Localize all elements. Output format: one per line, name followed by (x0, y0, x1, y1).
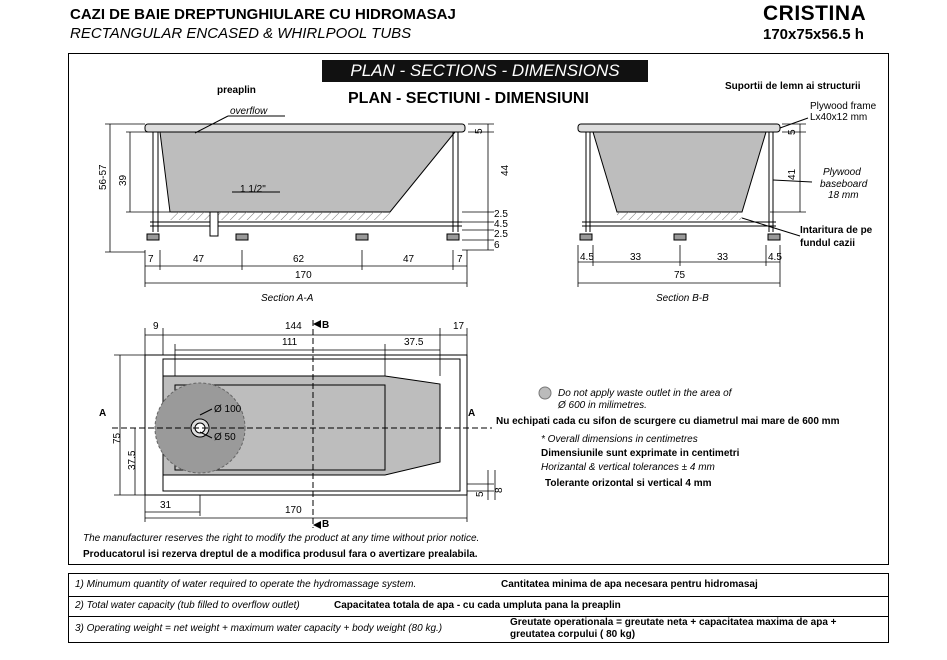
label-preaplin: preaplin (217, 85, 256, 96)
label-plywood-size: Lx40x12 mm (810, 112, 868, 123)
marker-b-bottom: B (322, 519, 330, 530)
label-reinforce-2: fundul cazii (800, 238, 855, 249)
note-reserve-en: The manufacturer reserves the right to m… (83, 533, 480, 544)
model-name: CRISTINA (763, 2, 867, 25)
dim-plan-31: 31 (160, 500, 172, 511)
dim-bb-height: 41 (787, 168, 798, 180)
waste-legend-icon (538, 386, 552, 400)
dim-bb-b1: 4.5 (580, 252, 594, 263)
section-aa (144, 115, 466, 241)
dim-r1: 2.5 (494, 209, 508, 220)
label-supports: Suportii de lemn ai structurii (725, 81, 861, 92)
dim-bb-b3: 33 (717, 252, 729, 263)
dim-plan-17: 17 (453, 321, 465, 332)
dim-b2: 47 (193, 254, 205, 265)
dim-plan-75: 75 (112, 432, 123, 444)
dim-side-height: 44 (500, 164, 511, 176)
dim-b1: 7 (148, 254, 154, 265)
dim-plan-9: 9 (153, 321, 159, 332)
label-baseboard-3: 18 mm (828, 190, 859, 201)
banner-ro: PLAN - SECTIUNI - DIMENSIUNI (348, 90, 589, 107)
note-tol-en: Horizantal & vertical tolerances ± 4 mm (541, 462, 715, 473)
dim-height-total: 56-57 (98, 164, 109, 190)
footnote-3-en: 3) Operating weight = net weight + maxim… (75, 623, 443, 634)
tub-rim (144, 123, 466, 133)
footnote-2-en: 2) Total water capacity (tub filled to o… (75, 600, 300, 611)
note-dims-en: * Overall dimensions in centimetres (541, 434, 698, 445)
dim-b5: 7 (457, 254, 463, 265)
tub-body (159, 131, 457, 213)
label-plywood-frame: Plywood frame (810, 101, 877, 112)
note-dims-ro: Dimensiunile sunt exprimate in centimetr… (541, 448, 740, 459)
caption-section-aa: Section A-A (261, 293, 314, 304)
label-baseboard-1: Plywood (823, 167, 861, 178)
dim-plan-37-5: 37.5 (127, 450, 138, 470)
dim-r4: 6 (494, 240, 500, 251)
marker-a-right: A (468, 408, 476, 419)
plan-view (112, 320, 492, 528)
dim-r2: 4.5 (494, 219, 508, 230)
dim-bb-total: 75 (674, 270, 686, 281)
dim-plan-111: 111 (282, 337, 298, 348)
dim-b4: 47 (403, 254, 415, 265)
footnote-row-1: 1) Minumum quantity of water required to… (68, 573, 889, 597)
dim-plan-170: 170 (285, 505, 302, 516)
dim-depth: 39 (118, 174, 129, 186)
footnote-1-ro: Cantitatea minima de apa necesara pentru… (501, 579, 758, 590)
dim-bb-b2: 33 (630, 252, 642, 263)
note-reserve-ro: Producatorul isi rezerva dreptul de a mo… (83, 549, 478, 560)
dim-bb-rim: 5 (787, 129, 798, 135)
label-overflow: overflow (230, 106, 268, 117)
dim-plan-144: 144 (285, 321, 302, 332)
section-bb (577, 117, 813, 241)
dim-bb-b4: 4.5 (768, 252, 782, 263)
title-en: RECTANGULAR ENCASED & WHIRLPOOL TUBS (70, 25, 412, 42)
drawing-frame (68, 53, 889, 565)
title-ro: CAZI DE BAIE DREPTUNGHIULARE CU HIDROMAS… (70, 6, 456, 23)
dim-r3: 2.5 (494, 229, 508, 240)
footnote-row-3: 3) Operating weight = net weight + maxim… (68, 617, 889, 643)
marker-a-left: A (99, 408, 107, 419)
dim-plan-8: 8 (494, 487, 505, 493)
dim-total-length: 170 (295, 270, 312, 281)
label-baseboard-2: baseboard (820, 179, 868, 190)
note-waste-ro: Nu echipati cada cu sifon de scurgere cu… (496, 416, 840, 427)
dim-plan-37-5-top: 37.5 (404, 337, 424, 348)
dim-rim: 5 (474, 128, 485, 134)
footnote-2-ro: Capacitatea totala de apa - cu cada umpl… (334, 600, 621, 611)
dim-plan-5: 5 (475, 491, 486, 497)
note-tol-ro: Tolerante orizontal si vertical 4 mm (545, 478, 712, 489)
footnote-3-ro: Greutate operationala = greutate neta + … (510, 617, 837, 640)
footnote-1-en: 1) Minumum quantity of water required to… (75, 579, 417, 590)
marker-b-top: B (322, 320, 330, 331)
banner-en: PLAN - SECTIONS - DIMENSIONS (322, 60, 648, 82)
label-d50: Ø 50 (214, 432, 236, 443)
label-reinforce-1: Intaritura de pe (800, 225, 873, 236)
footnote-row-2: 2) Total water capacity (tub filled to o… (68, 596, 889, 617)
model-dimensions: 170x75x56.5 h (763, 26, 864, 43)
note-waste-en-2: Ø 600 in milimetres. (558, 400, 647, 411)
dim-b3: 62 (293, 254, 305, 265)
caption-section-bb: Section B-B (656, 293, 709, 304)
label-pipe-size: 1 1/2" (240, 184, 266, 195)
label-d100: Ø 100 (214, 404, 242, 415)
note-waste-en-1: Do not apply waste outlet in the area of (558, 388, 732, 399)
